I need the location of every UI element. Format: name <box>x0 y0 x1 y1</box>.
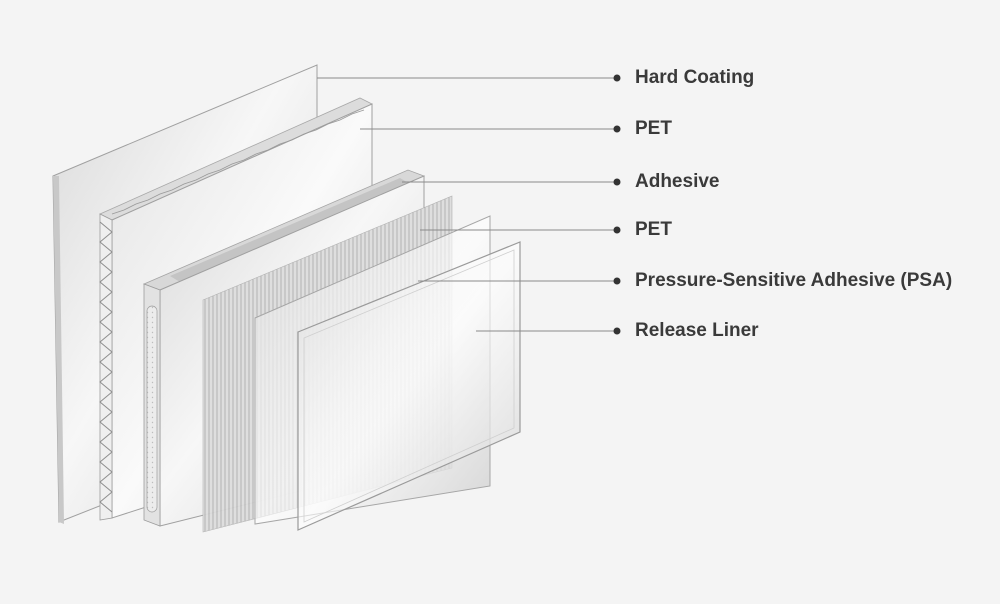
bullet-release-liner <box>613 327 621 335</box>
label-release-liner: Release Liner <box>635 320 759 341</box>
bullet-pet-2 <box>613 226 621 234</box>
bullet-pet-1 <box>613 125 621 133</box>
label-psa: Pressure-Sensitive Adhesive (PSA) <box>635 270 953 291</box>
label-bullets <box>613 74 621 335</box>
bullet-psa <box>613 277 621 285</box>
label-pet-1: PET <box>635 118 672 139</box>
leader-lines <box>317 77 616 332</box>
label-hard-coating: Hard Coating <box>635 67 755 88</box>
bullet-adhesive <box>613 178 621 186</box>
bullet-hard-coating <box>613 74 621 82</box>
release-liner-layer <box>297 241 521 531</box>
label-adhesive: Adhesive <box>635 171 720 192</box>
label-pet-2: PET <box>635 219 672 240</box>
